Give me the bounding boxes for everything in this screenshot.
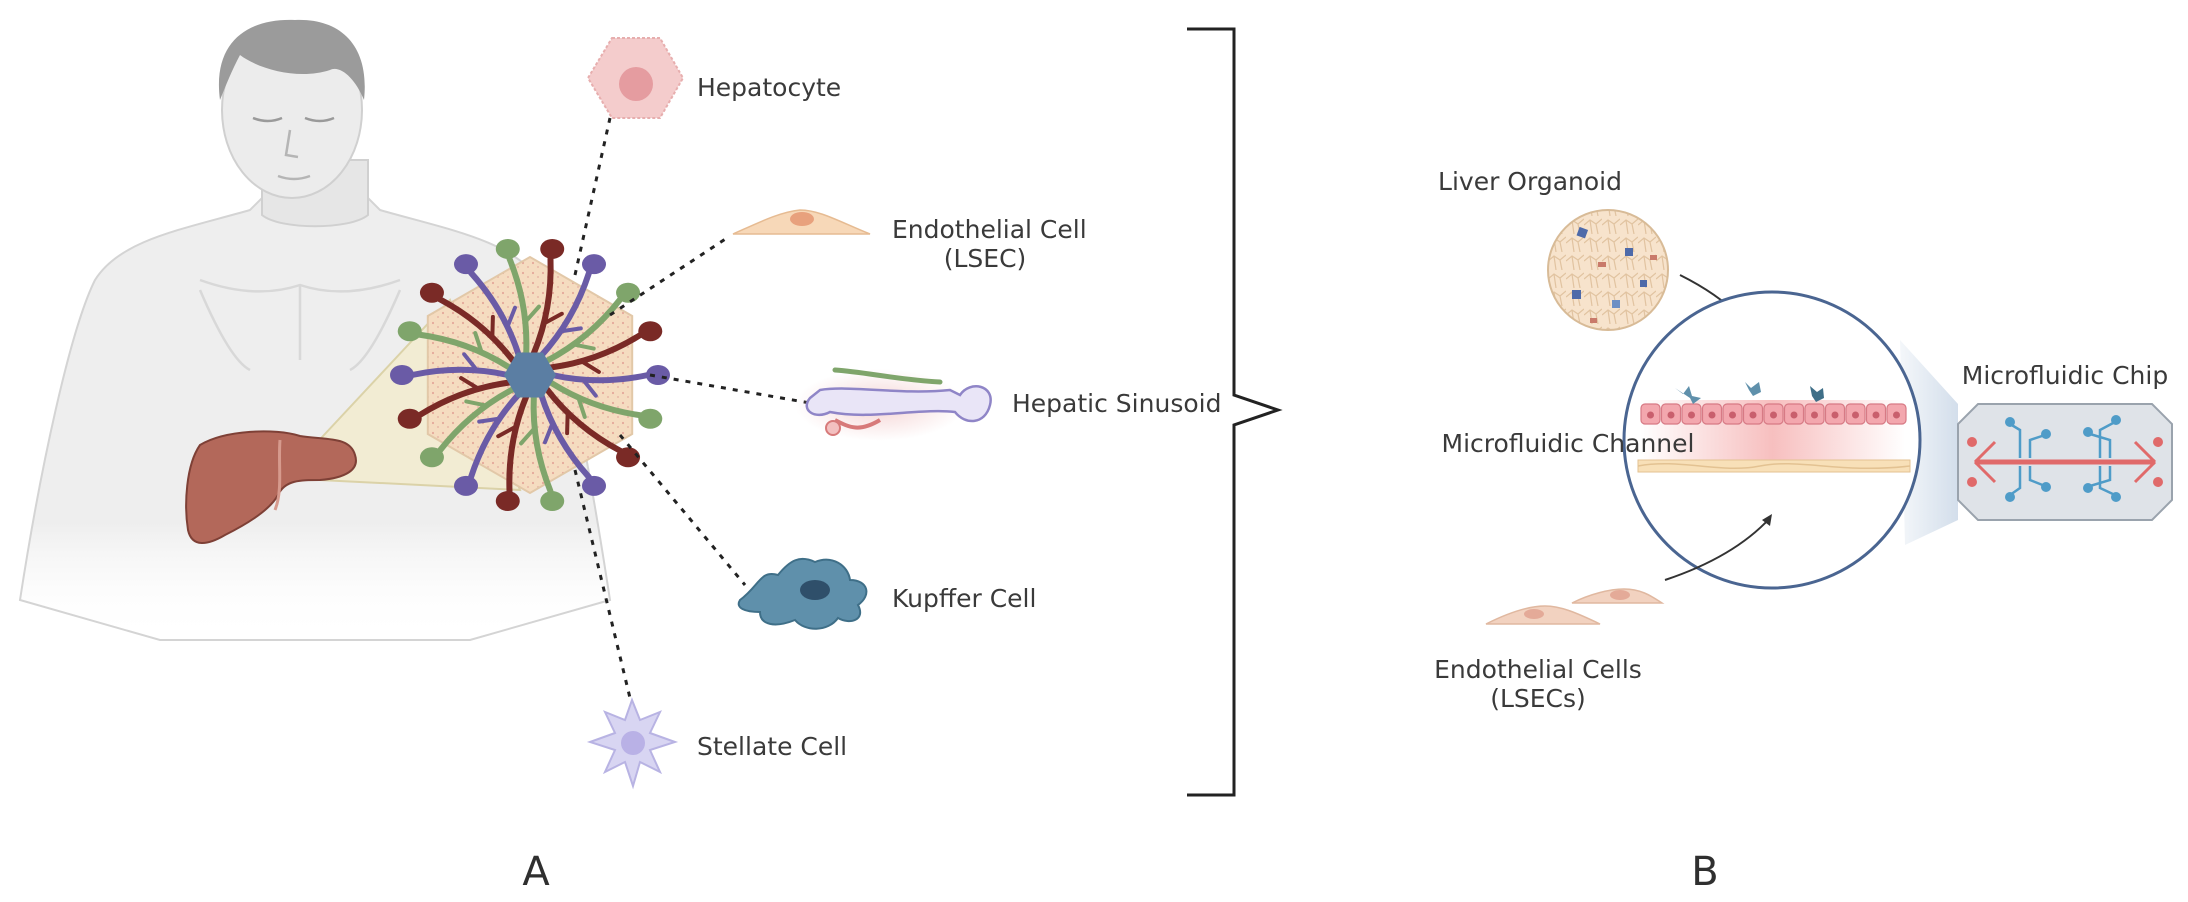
liver-organoid — [1547, 209, 1669, 331]
lsec-cells — [1485, 588, 1665, 625]
label-endothelial-line1: Endothelial Cell — [892, 215, 1087, 244]
stellate-cell — [586, 697, 679, 790]
epithelial-layer — [1640, 403, 1907, 425]
hair — [218, 19, 365, 100]
label-lsecs-line1: Endothelial Cells — [1434, 655, 1642, 684]
label-hepatocyte: Hepatocyte — [697, 73, 841, 102]
liver-organ — [185, 430, 357, 544]
nose-mouth — [277, 129, 311, 181]
liver-ligament — [273, 439, 282, 511]
sinusoid-diagram — [795, 367, 992, 441]
channel-magnifier — [1622, 290, 1922, 590]
hepatic-lobule — [390, 238, 670, 512]
label-stellate: Stellate Cell — [697, 732, 847, 761]
label-lsecs-line2: (LSECs) — [1490, 684, 1586, 713]
arrow-lsec — [1664, 517, 1771, 581]
line-stellate — [573, 469, 632, 699]
label-channel: Microfluidic Channel — [1442, 429, 1695, 458]
label-kupffer: Kupffer Cell — [892, 584, 1036, 613]
line-endothelial — [609, 234, 731, 317]
panel-label-b: B — [1691, 849, 1718, 895]
label-endothelial-line2: (LSEC) — [944, 244, 1027, 273]
label-sinusoid: Hepatic Sinusoid — [1012, 389, 1221, 418]
bracket — [1187, 27, 1283, 797]
label-organoid: Liver Organoid — [1438, 167, 1622, 196]
endothelial-cell — [732, 209, 871, 235]
zoom-cone-b — [1900, 340, 1958, 545]
connector-lines — [573, 117, 811, 699]
eyes — [252, 116, 335, 123]
panel-label-a: A — [522, 849, 550, 895]
line-sinusoid — [649, 373, 811, 405]
label-chip: Microfluidic Chip — [1962, 361, 2168, 390]
line-kupffer — [618, 434, 747, 586]
hepatocyte-cell — [586, 37, 685, 119]
kupffer-cell — [737, 557, 868, 630]
line-hepatocyte — [573, 117, 612, 276]
microfluidic-chip — [1957, 403, 2173, 521]
chest-lines — [198, 278, 402, 372]
human-figure — [18, 19, 612, 641]
